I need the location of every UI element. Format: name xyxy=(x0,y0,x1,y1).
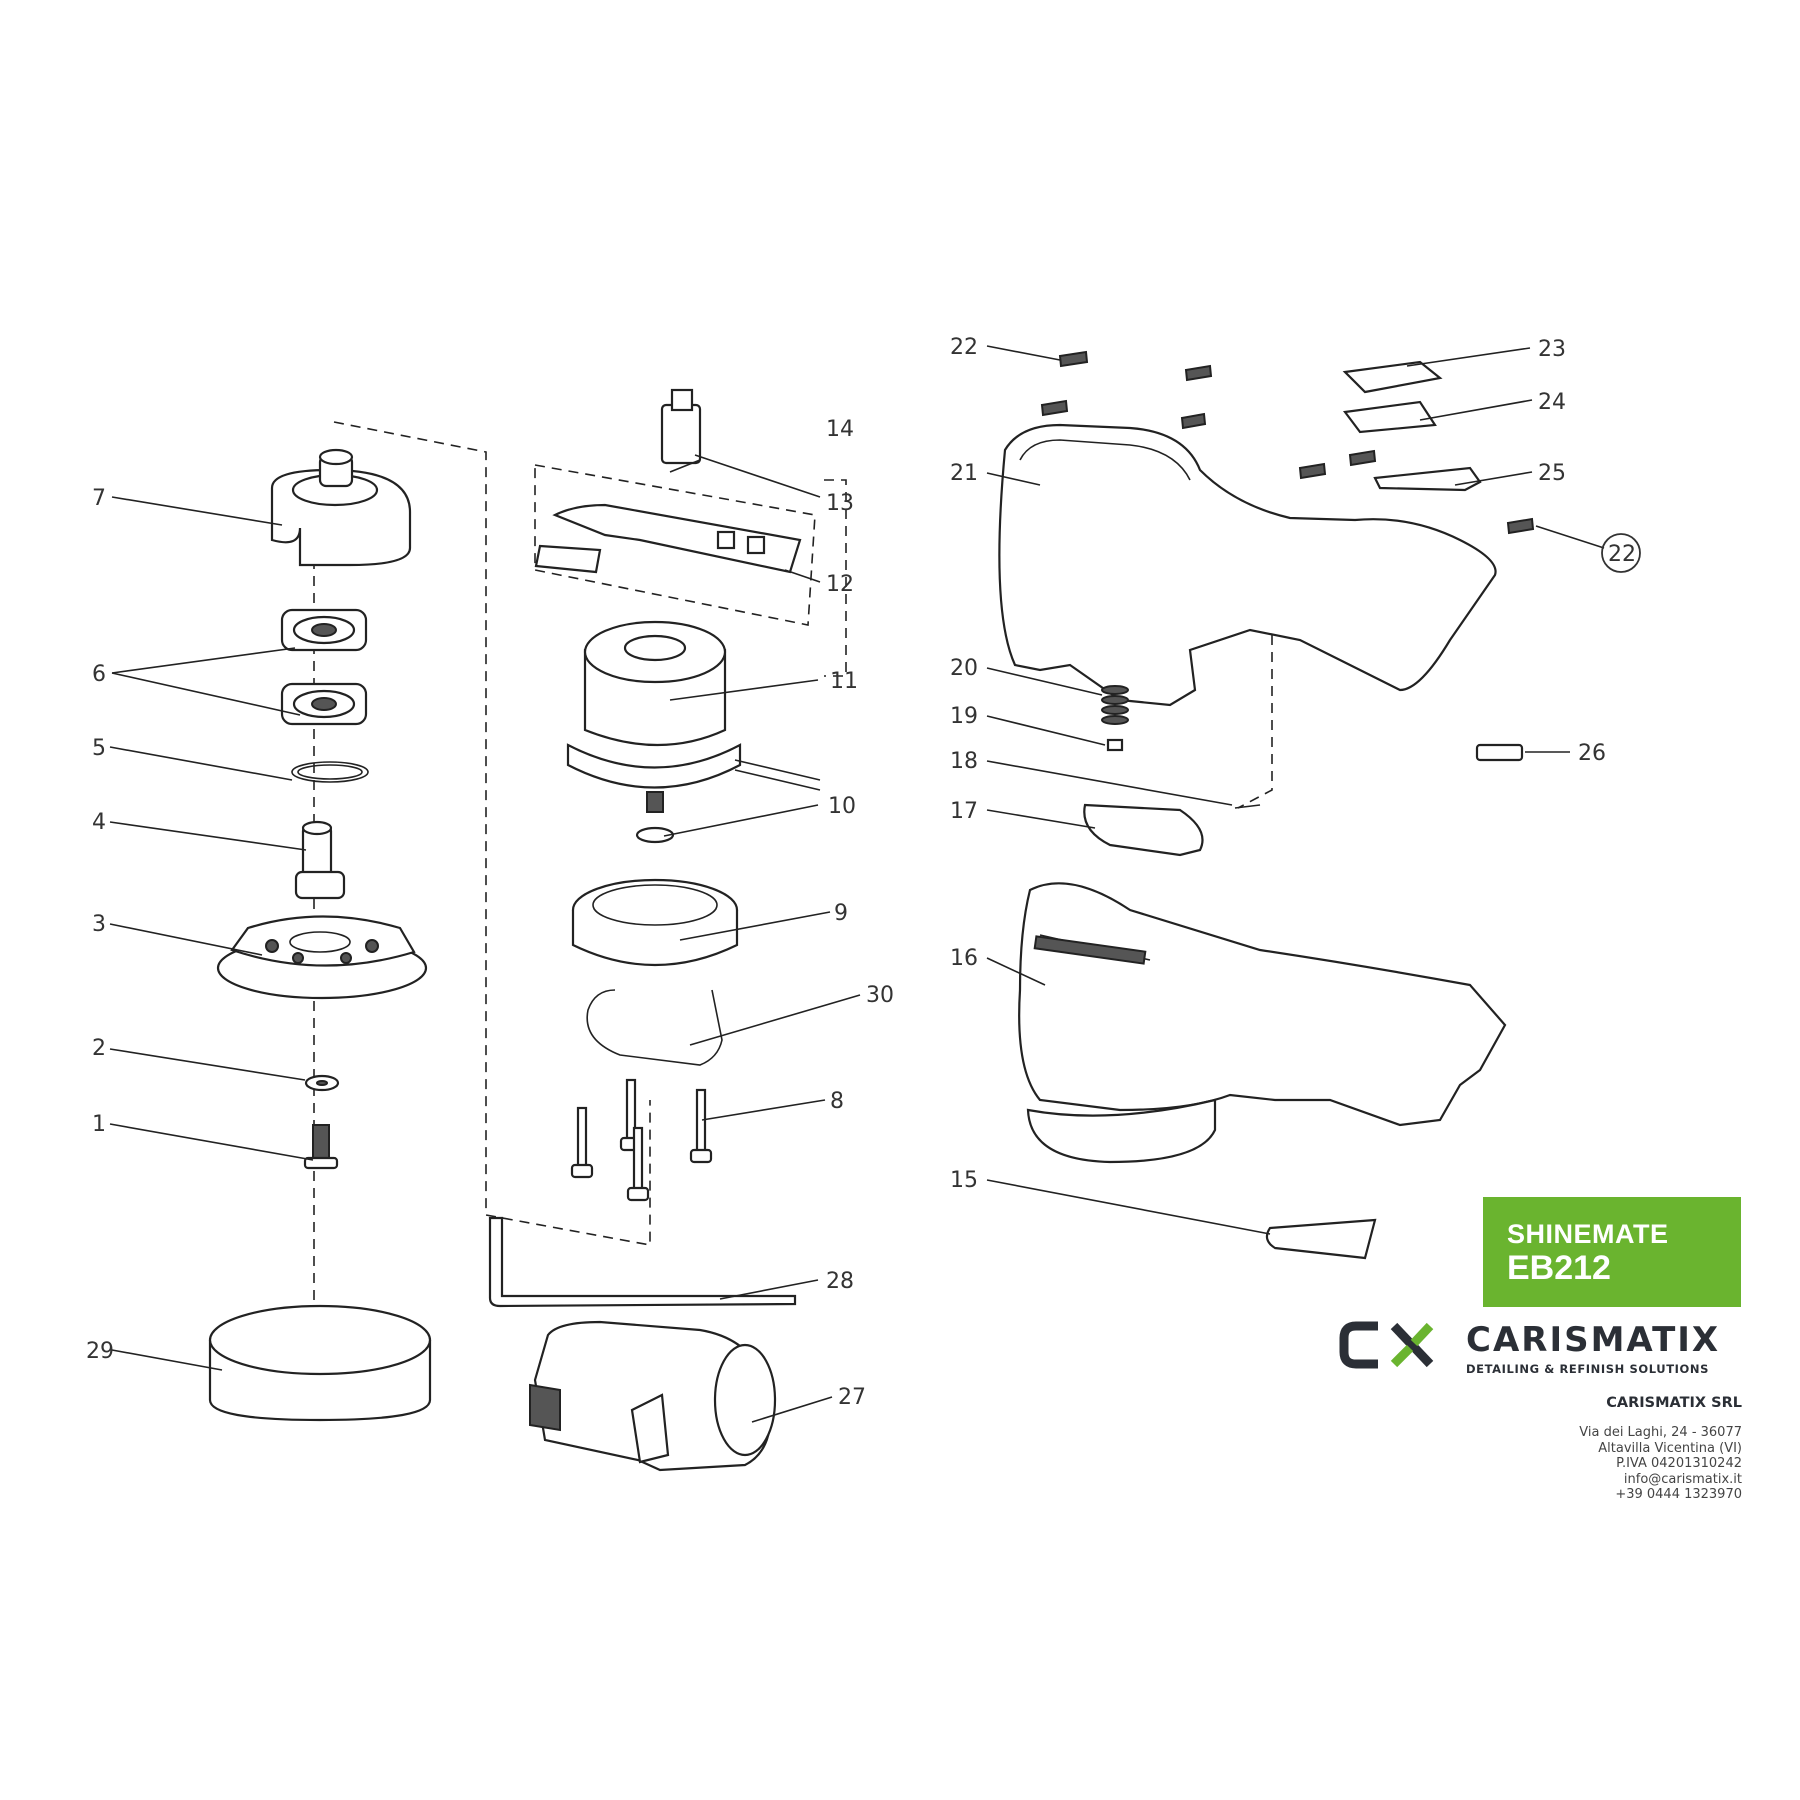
callout-9: 9 xyxy=(834,901,848,926)
callout-4: 4 xyxy=(92,810,106,835)
part-4-spindle xyxy=(294,820,346,900)
company-contact-block: CARISMATIX SRL Via dei Laghi, 24 - 36077… xyxy=(1579,1395,1742,1503)
brand-tagline: DETAILING & REFINISH SOLUTIONS xyxy=(1466,1362,1710,1376)
brand-logo: CARISMATIX DETAILING & REFINISH SOLUTION… xyxy=(1338,1320,1743,1382)
callout-leaders xyxy=(109,345,1605,1423)
product-name-badge: SHINEMATE EB212 xyxy=(1483,1197,1741,1307)
part-29-pad-cover xyxy=(208,1304,432,1422)
callout-5: 5 xyxy=(92,736,106,761)
callout-29: 29 xyxy=(86,1339,114,1364)
callout-14: 14 xyxy=(826,417,854,442)
part-19-pin xyxy=(1106,738,1124,752)
callout-22-right: 22 xyxy=(1608,542,1636,567)
callout-17: 17 xyxy=(950,799,978,824)
product-model: EB212 xyxy=(1507,1249,1611,1287)
company-address-line-2: Altavilla Vicentina (VI) xyxy=(1598,1440,1742,1456)
callout-23: 23 xyxy=(1538,337,1566,362)
cx-logo-mark-icon xyxy=(1339,1321,1434,1369)
callout-15: 15 xyxy=(950,1168,978,1193)
part-27-battery xyxy=(529,1320,777,1472)
product-line-name: SHINEMATE xyxy=(1507,1219,1669,1249)
part-23-control-panel xyxy=(1342,360,1443,394)
part-30-gasket xyxy=(586,989,723,1066)
callout-12: 12 xyxy=(826,572,854,597)
callout-13: 13 xyxy=(826,491,854,516)
part-8-screws xyxy=(570,1078,713,1202)
part-28-hex-key xyxy=(488,1216,797,1308)
callout-numbers: 1 2 3 4 5 6 7 8 9 10 11 12 13 14 15 16 1… xyxy=(86,335,1641,1410)
callout-19: 19 xyxy=(950,704,978,729)
callout-11: 11 xyxy=(830,669,858,694)
part-25-label-plate xyxy=(1373,466,1482,492)
part-1-screw xyxy=(303,1124,339,1170)
guide-dashed-right xyxy=(1237,635,1273,809)
part-7-counterweight xyxy=(270,448,412,567)
part-14-group-bracket xyxy=(824,479,847,677)
callout-24: 24 xyxy=(1538,390,1566,415)
part-21-housing-half xyxy=(998,423,1497,707)
callout-20: 20 xyxy=(950,656,978,681)
callout-22-circle xyxy=(1601,533,1641,573)
housing-inner-edge xyxy=(1019,439,1191,481)
callout-2: 2 xyxy=(92,1036,106,1061)
callout-16: 16 xyxy=(950,946,978,971)
callout-3: 3 xyxy=(92,912,106,937)
company-vat: P.IVA 04201310242 xyxy=(1616,1456,1742,1471)
part-24-panel-board xyxy=(1342,400,1437,434)
part-11-motor xyxy=(566,620,821,813)
part-9-housing-ring xyxy=(571,878,739,967)
part-26-clip xyxy=(1475,743,1524,762)
callout-26: 26 xyxy=(1578,741,1606,766)
callout-28: 28 xyxy=(826,1269,854,1294)
callout-18: 18 xyxy=(950,749,978,774)
brand-name: CARISMATIX xyxy=(1466,1320,1721,1360)
part-12-circuit-board xyxy=(534,464,816,626)
callout-21: 21 xyxy=(950,461,978,486)
company-address-line-1: Via dei Laghi, 24 - 36077 xyxy=(1579,1425,1742,1440)
part-6-bearings xyxy=(280,608,368,726)
callout-8: 8 xyxy=(830,1089,844,1114)
assembly-guide-dashed xyxy=(333,421,651,1246)
callout-7: 7 xyxy=(92,486,106,511)
company-email: info@carismatix.it xyxy=(1623,1471,1742,1487)
callout-27: 27 xyxy=(838,1385,866,1410)
callout-30: 30 xyxy=(866,983,894,1008)
part-16-tool-body xyxy=(1018,882,1507,1164)
part-5-circlip xyxy=(291,761,369,783)
callout-25: 25 xyxy=(1538,461,1566,486)
callout-22-top: 22 xyxy=(950,335,978,360)
callout-6: 6 xyxy=(92,662,106,687)
callout-1: 1 xyxy=(92,1112,106,1137)
part-17-trigger xyxy=(1083,803,1204,857)
company-phone: +39 0444 1323970 xyxy=(1615,1487,1742,1502)
callout-10: 10 xyxy=(828,794,856,819)
part-13-switch xyxy=(660,388,702,473)
company-name: CARISMATIX SRL xyxy=(1606,1395,1742,1411)
part-3-backing-pad xyxy=(216,915,428,1000)
part-20-spring xyxy=(1101,685,1129,725)
part-2-washer-hole xyxy=(316,1080,328,1086)
part-22-screws xyxy=(1040,350,1535,535)
part-15-label xyxy=(1265,1218,1377,1260)
